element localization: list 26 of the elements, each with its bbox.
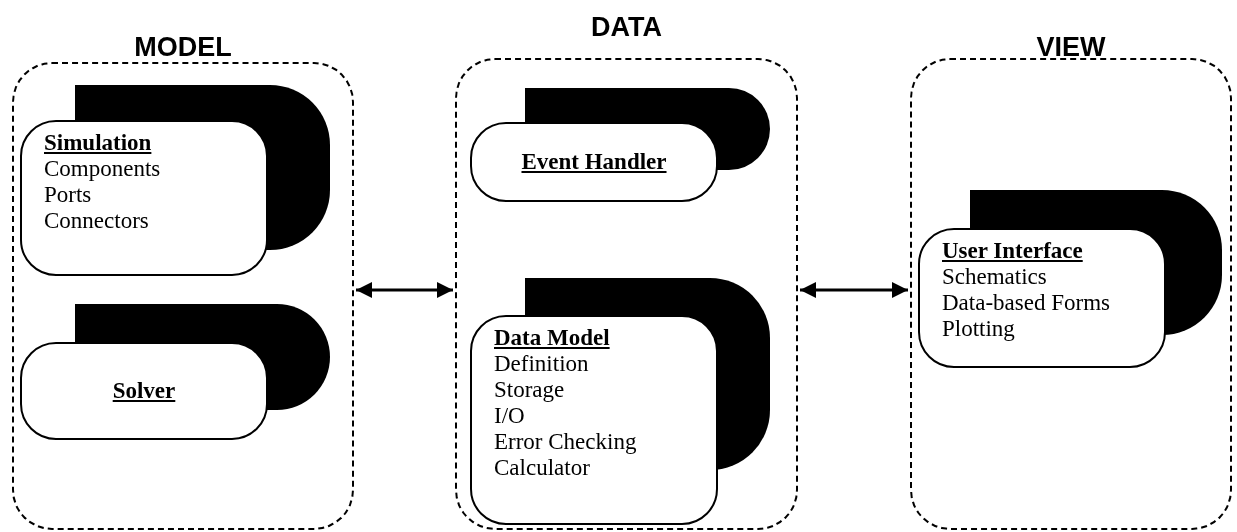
rounded-box bbox=[20, 342, 268, 440]
rounded-box bbox=[20, 120, 268, 276]
rounded-box bbox=[470, 122, 718, 202]
rounded-box bbox=[470, 315, 718, 525]
list-item: Definition bbox=[494, 351, 590, 377]
list-item: Ports bbox=[44, 182, 93, 208]
list-item: Components bbox=[44, 156, 162, 182]
list-item: Error Checking bbox=[494, 429, 638, 455]
list-item: Connectors bbox=[44, 208, 150, 234]
list-item: Data-based Forms bbox=[942, 290, 1111, 316]
box-title: Event Handler bbox=[521, 149, 667, 175]
list-item: Calculator bbox=[494, 455, 591, 481]
double-arrow bbox=[356, 282, 453, 298]
box-title: Data Model bbox=[494, 325, 611, 351]
list-item: I/O bbox=[494, 403, 526, 429]
rounded-box bbox=[918, 228, 1166, 368]
box-title: Solver bbox=[112, 378, 176, 404]
list-item: Plotting bbox=[942, 316, 1016, 342]
group-heading: MODEL bbox=[133, 32, 233, 63]
group-heading: DATA bbox=[590, 12, 663, 43]
group-heading: VIEW bbox=[1035, 32, 1107, 63]
list-item: Schematics bbox=[942, 264, 1048, 290]
list-item: Storage bbox=[494, 377, 566, 403]
box-title: Simulation bbox=[44, 130, 153, 156]
double-arrow bbox=[800, 282, 908, 298]
box-title: User Interface bbox=[942, 238, 1084, 264]
